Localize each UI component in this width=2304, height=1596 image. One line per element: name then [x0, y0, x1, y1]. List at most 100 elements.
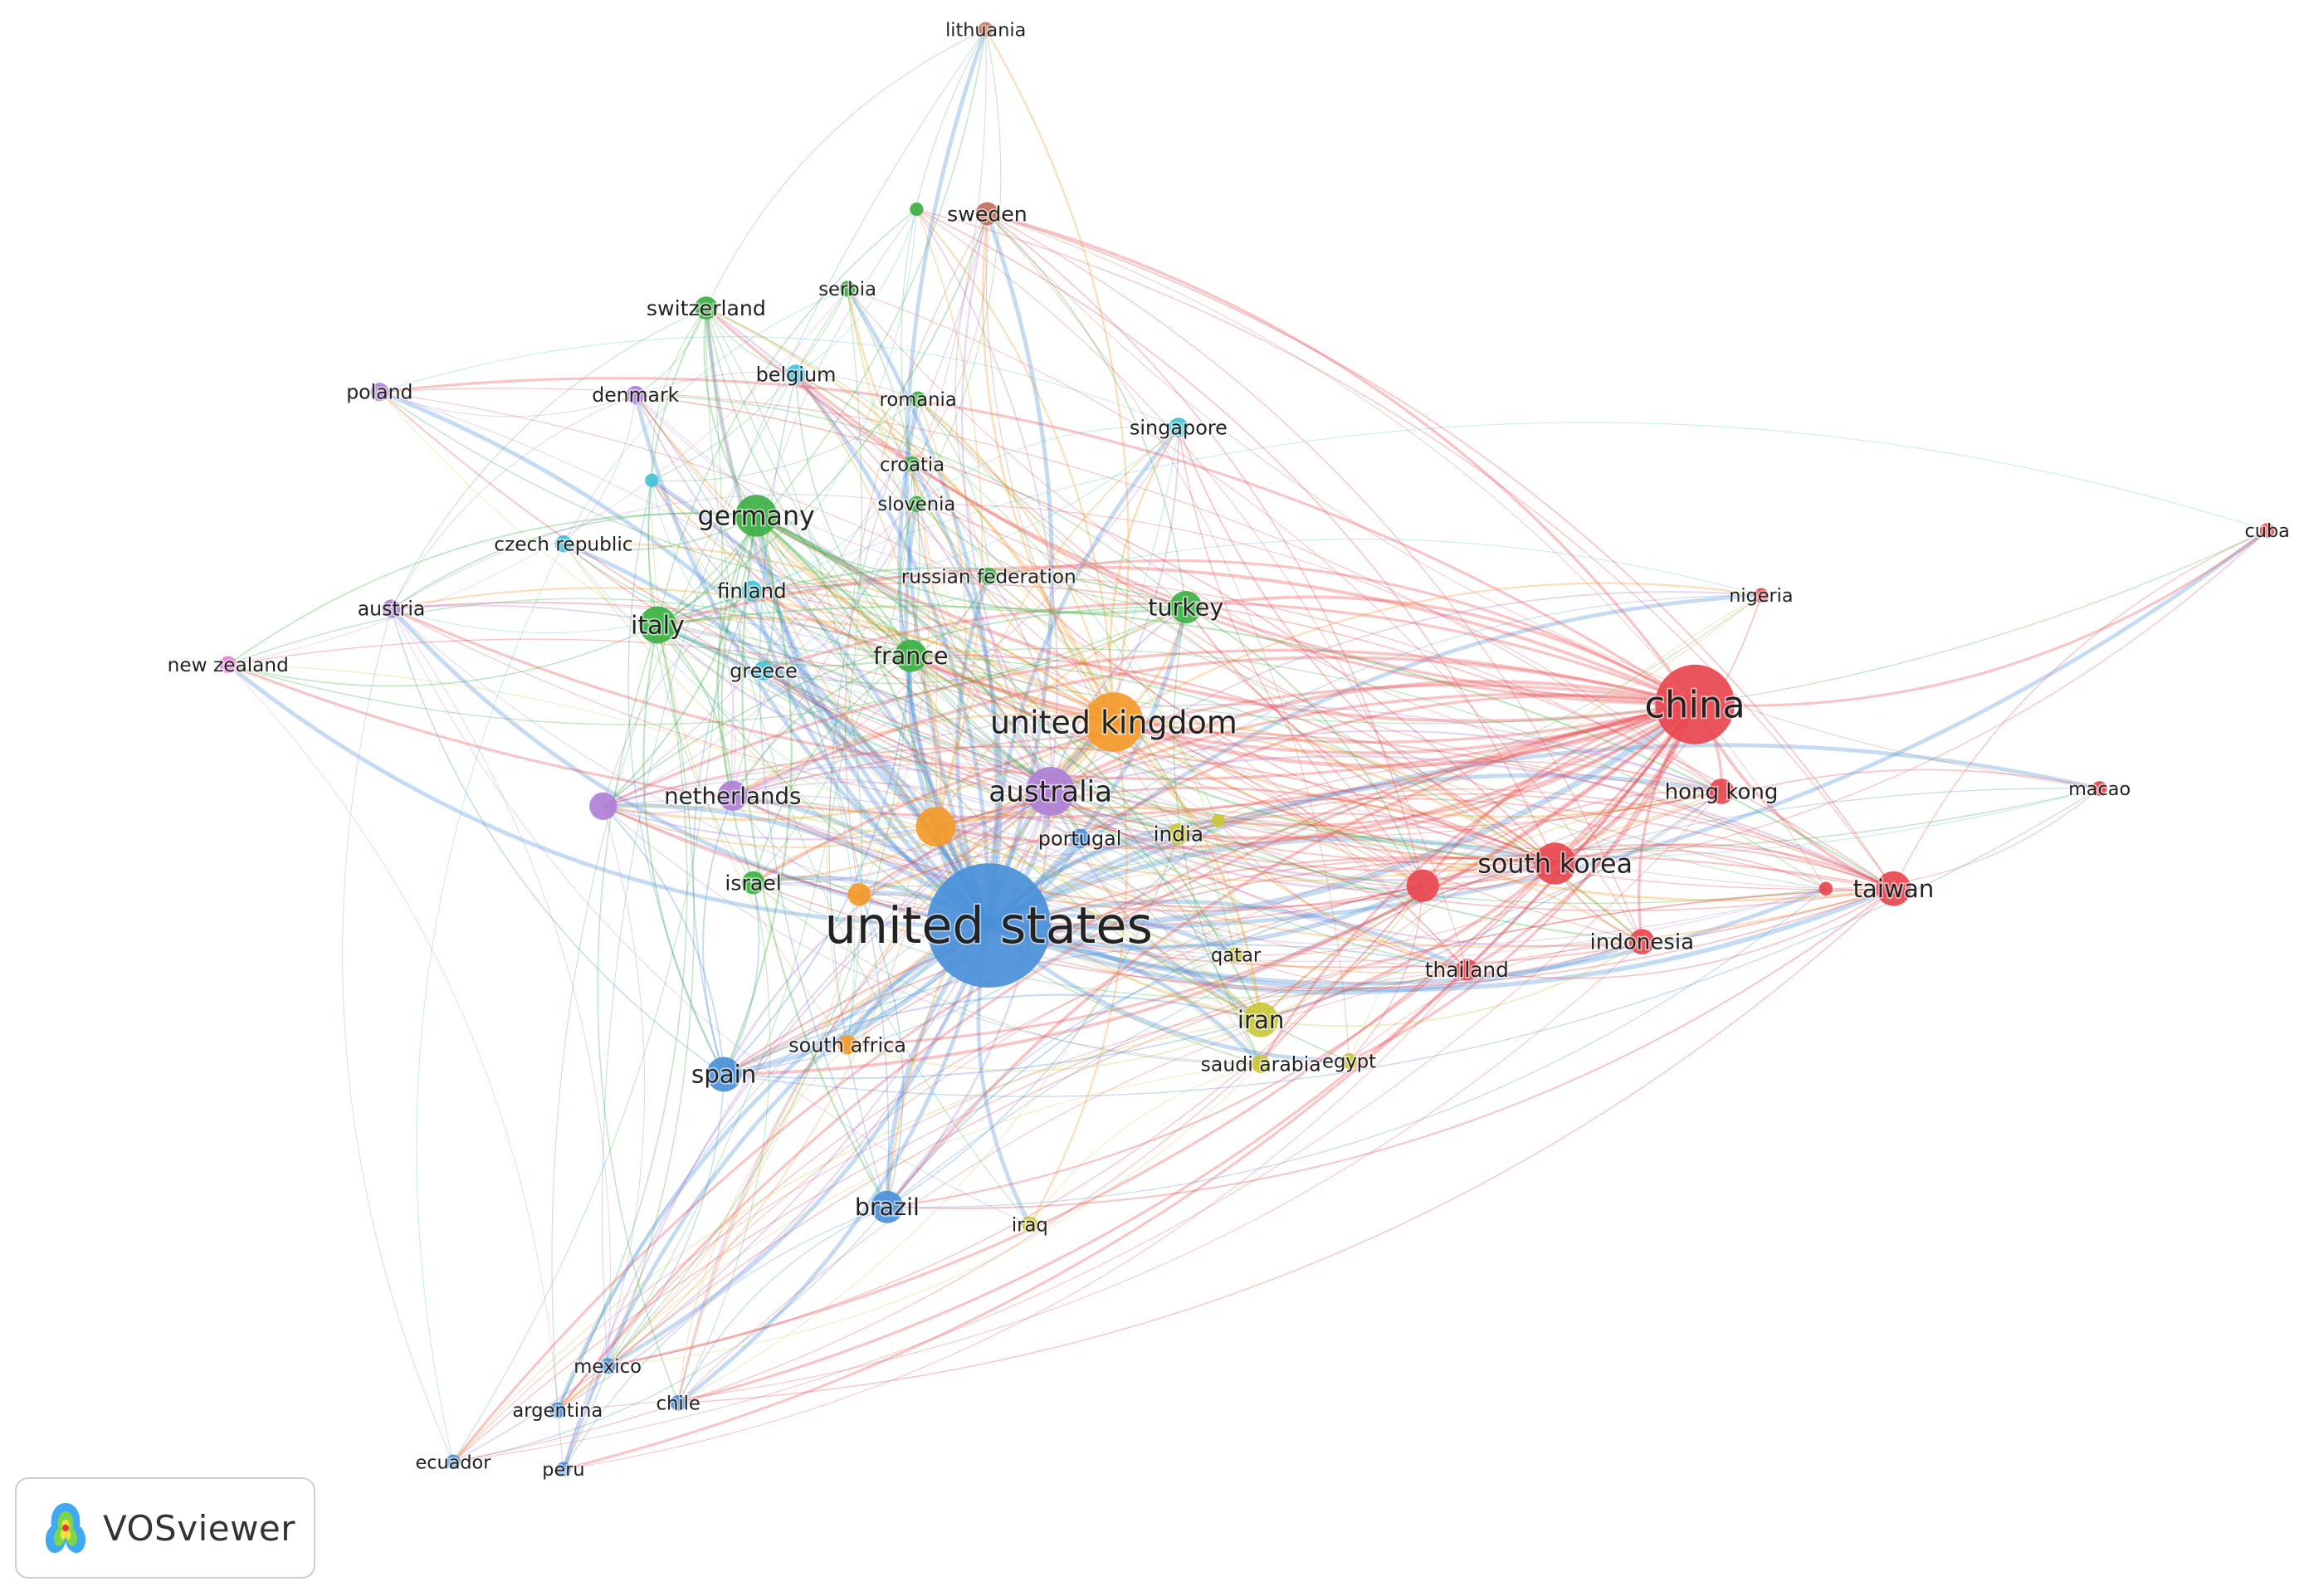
- link-united_states-mexico: [606, 925, 991, 1369]
- node-united-kingdom[interactable]: [1084, 692, 1144, 752]
- node-poland[interactable]: [370, 383, 389, 402]
- link-turkey-greece: [763, 606, 1187, 685]
- label-qatar: qatar: [1211, 945, 1262, 967]
- node-new-zealand[interactable]: [219, 656, 237, 674]
- link-taiwan-argentina: [557, 887, 1894, 1411]
- node-vietnam[interactable]: [1818, 881, 1833, 896]
- node-china[interactable]: [1655, 664, 1735, 744]
- link-france-vietnam: [910, 647, 1827, 890]
- link-spain-iran: [723, 993, 1262, 1076]
- link-china-united_kingdom: [1113, 702, 1696, 769]
- link-italy-sweden: [657, 213, 988, 626]
- node-hungary[interactable]: [910, 202, 924, 217]
- link-indonesia-chile: [677, 941, 1643, 1403]
- link-united_states-czech_republic: [563, 541, 991, 927]
- label-iran: iran: [1237, 1006, 1285, 1034]
- node-brazil[interactable]: [871, 1190, 904, 1223]
- link-spain-austria: [390, 608, 725, 1076]
- node-south-africa[interactable]: [837, 1035, 857, 1055]
- link-australia-nigeria: [1050, 591, 1761, 793]
- node-serbia[interactable]: [839, 281, 856, 297]
- node-argentina[interactable]: [549, 1402, 566, 1418]
- node-portugal[interactable]: [1070, 828, 1090, 849]
- node-hong-kong[interactable]: [1708, 778, 1735, 804]
- node-qatar[interactable]: [1228, 947, 1244, 964]
- node-netherlands[interactable]: [717, 780, 748, 811]
- link-brazil-qatar: [886, 954, 1237, 1208]
- node-slovenia[interactable]: [908, 495, 925, 512]
- node-germany[interactable]: [735, 495, 778, 537]
- label-denmark: denmark: [592, 383, 679, 407]
- node-croatia[interactable]: [904, 456, 920, 472]
- link-greece-macao: [763, 670, 2100, 858]
- link-australia-israel: [753, 790, 1052, 885]
- link-iran-romania: [917, 398, 1262, 1020]
- node-india[interactable]: [1167, 822, 1190, 846]
- node-czech-republic[interactable]: [554, 534, 573, 553]
- link-canada-hungary: [915, 208, 983, 827]
- link-malaysia-argentina: [557, 885, 1423, 1411]
- node-ireland[interactable]: [645, 473, 659, 488]
- node-saudi-arabia[interactable]: [1252, 1054, 1271, 1074]
- node-france[interactable]: [894, 639, 927, 672]
- node-iran[interactable]: [1243, 1002, 1279, 1037]
- node-ecuador[interactable]: [446, 1454, 461, 1470]
- node-chile[interactable]: [670, 1394, 686, 1411]
- link-germany-austria: [391, 512, 757, 610]
- node-austria[interactable]: [382, 599, 401, 618]
- link-sweden-pakistan: [844, 213, 988, 895]
- link-malaysia-austria: [391, 602, 1423, 886]
- link-sweden-india: [985, 213, 1179, 835]
- node-singapore[interactable]: [1169, 417, 1189, 437]
- node-pakistan[interactable]: [847, 882, 871, 906]
- node-canada[interactable]: [915, 807, 956, 847]
- link-united_kingdom-chile: [677, 721, 1115, 1403]
- node-thailand[interactable]: [1456, 959, 1478, 981]
- node-sweden[interactable]: [975, 202, 999, 226]
- link-south_korea-france: [910, 654, 1556, 865]
- node-cuba[interactable]: [2259, 523, 2275, 539]
- node-greece[interactable]: [754, 661, 774, 681]
- node-nigeria[interactable]: [1754, 588, 1769, 603]
- link-austria-slovenia: [391, 494, 917, 609]
- link-canada-norway: [603, 805, 936, 848]
- link-south_korea-turkey: [1184, 606, 1556, 865]
- node-switzerland[interactable]: [695, 296, 718, 320]
- link-australia-brazil: [886, 791, 1052, 1208]
- node-norway[interactable]: [589, 792, 617, 820]
- node-malaysia[interactable]: [1406, 869, 1439, 902]
- node-indonesia[interactable]: [1629, 929, 1655, 954]
- link-turkey-malaysia: [1185, 606, 1424, 886]
- node-taiwan[interactable]: [1876, 871, 1911, 906]
- node-united-states[interactable]: [926, 863, 1052, 988]
- link-saudi_arabia-mexico: [608, 1063, 1262, 1367]
- node-belgium[interactable]: [786, 364, 806, 384]
- link-hong_kong-slovenia: [916, 503, 1722, 792]
- node-peru[interactable]: [556, 1462, 571, 1477]
- node-israel[interactable]: [741, 871, 765, 895]
- link-israel-saudi_arabia: [753, 882, 1262, 1065]
- node-finland[interactable]: [741, 580, 763, 602]
- node-romania[interactable]: [910, 391, 926, 408]
- node-egypt[interactable]: [1340, 1052, 1358, 1070]
- node-spain[interactable]: [706, 1057, 742, 1092]
- node-japan[interactable]: [1211, 813, 1225, 828]
- node-macao[interactable]: [2092, 781, 2107, 796]
- link-malaysia-egypt: [1349, 886, 1423, 1062]
- node-italy[interactable]: [639, 606, 676, 644]
- link-china-new_zealand: [227, 663, 1696, 819]
- node-south-korea[interactable]: [1534, 842, 1576, 885]
- node-lithuania[interactable]: [978, 22, 993, 37]
- node-iraq[interactable]: [1022, 1216, 1038, 1233]
- node-turkey[interactable]: [1169, 591, 1203, 624]
- node-denmark[interactable]: [626, 385, 645, 404]
- link-united_states-taiwan: [988, 886, 1895, 993]
- node-russian-federation[interactable]: [979, 567, 998, 585]
- link-singapore-south_africa: [847, 427, 1179, 1046]
- node-mexico[interactable]: [599, 1358, 616, 1374]
- link-south_korea-brazil: [886, 862, 1556, 1208]
- link-egypt-nigeria: [1349, 594, 1762, 1062]
- link-united_kingdom-south_korea: [1113, 720, 1556, 865]
- node-australia[interactable]: [1026, 767, 1076, 816]
